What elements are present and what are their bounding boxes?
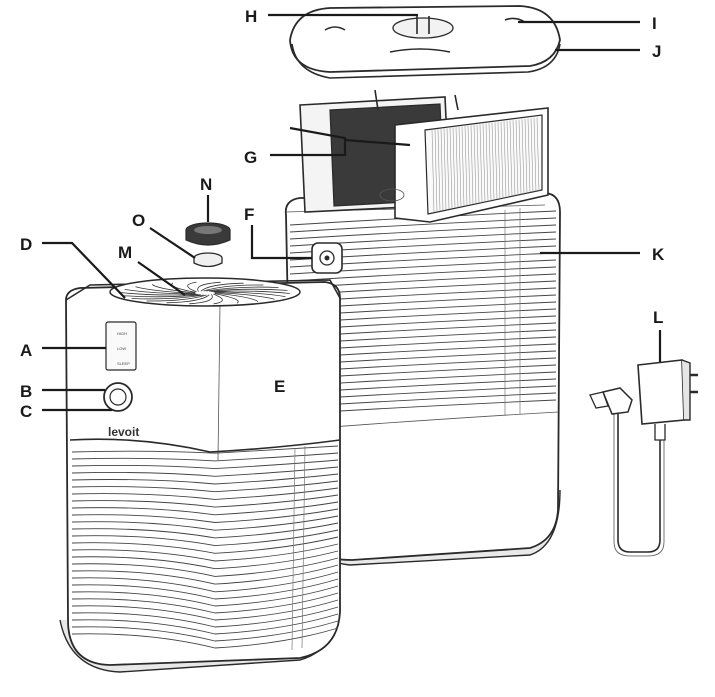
mode-mark-low: LOW (117, 346, 126, 351)
callout-F: F (244, 205, 254, 224)
callout-B: B (20, 382, 32, 401)
callout-O: O (132, 211, 145, 230)
callout-D: D (20, 235, 32, 254)
mode-mark-sleep: SLEEP (117, 361, 130, 366)
callout-K: K (652, 245, 665, 264)
front-grille (71, 445, 339, 651)
callout-N: N (200, 175, 212, 194)
callout-E: E (274, 377, 285, 396)
rear-unit (284, 5, 561, 566)
power-adapter (589, 359, 698, 557)
callouts: H I J G F K L N O M D A B C E (20, 7, 665, 421)
filters (299, 89, 549, 223)
callout-J: J (652, 42, 661, 61)
power-socket (311, 242, 343, 274)
callout-G: G (244, 148, 257, 167)
brand-logo-text: levoit (108, 425, 139, 439)
mode-mark-high: HIGH (117, 331, 127, 336)
control-panel: HIGH LOW SLEEP (105, 321, 137, 371)
callout-H: H (245, 7, 257, 26)
callout-L: L (653, 308, 663, 327)
callout-I: I (652, 14, 657, 33)
loose-parts (185, 222, 231, 268)
lid (289, 5, 561, 79)
filter-pleats (431, 117, 540, 213)
fan-outlet (120, 281, 290, 305)
callout-C: C (20, 402, 32, 421)
callout-M: M (118, 243, 132, 262)
front-housing (65, 281, 341, 666)
callout-A: A (20, 341, 32, 360)
front-unit: HIGH LOW SLEEP levoit (59, 277, 341, 673)
power-button (103, 382, 133, 412)
